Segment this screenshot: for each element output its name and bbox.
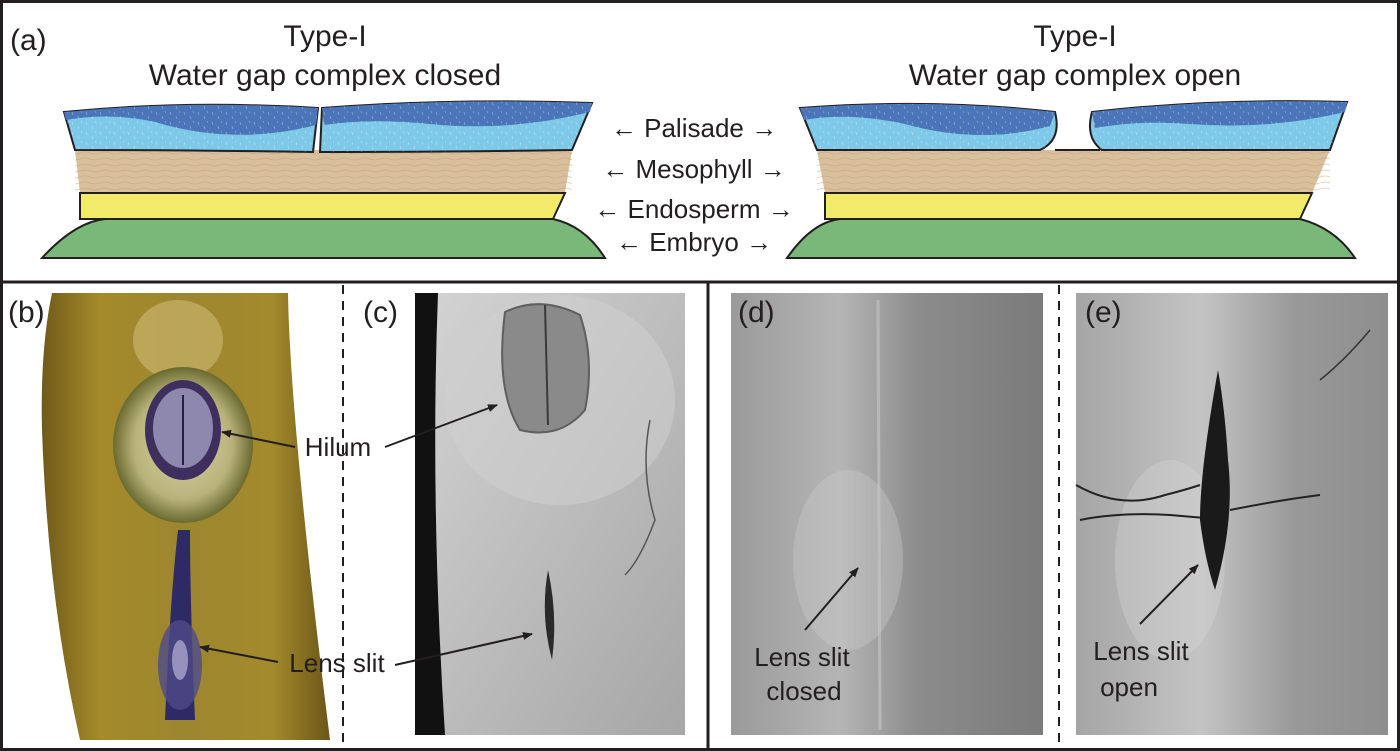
hilum-callout-label: Hilum (305, 432, 371, 462)
sem-d-image (731, 293, 1043, 735)
panel-c-label: (c) (363, 296, 398, 329)
panel-a-label: (a) (10, 24, 47, 57)
hilum-arrow-left (221, 429, 296, 448)
lens-slit-arrow-left (199, 644, 279, 663)
right-title-line2: Water gap complex open (909, 59, 1241, 92)
layer-label-palisade: ← Palisade → (611, 113, 777, 143)
panel-e-arrow (1139, 564, 1199, 625)
panel-b-label: (b) (8, 296, 45, 329)
panel-d-annotation-line2: closed (766, 676, 841, 706)
sem-lens-slit-open (1200, 370, 1230, 590)
lens-slit-arrow-right (394, 632, 533, 666)
panel-d-annotation-line1: Lens slit (754, 642, 850, 672)
panel-a: (a) Type-I Water gap complex closed Type… (10, 20, 1357, 259)
layer-label-mesophyll: ← Mesophyll → (602, 154, 786, 184)
panel-c: (c) (363, 293, 685, 735)
right-title-line1: Type-I (1033, 20, 1116, 53)
diagram-closed (39, 100, 607, 259)
panel-e-annotation-line1: Lens slit (1093, 636, 1189, 666)
embryo-layer-open (785, 218, 1357, 259)
layer-label-embryo: ← Embryo → (616, 227, 772, 257)
panel-d-label: (d) (738, 296, 775, 329)
endosperm-layer-open (824, 192, 1314, 220)
sem-lens-slit (544, 570, 555, 660)
panel-e-label: (e) (1085, 296, 1122, 329)
lens-slit-callout-label: Lens slit (289, 648, 385, 678)
panel-e-annotation-line2: open (1100, 672, 1158, 702)
panel-d: (d) Lens slit closed (731, 293, 1043, 735)
hilum-arrow-right (384, 404, 498, 448)
endosperm-layer-closed (79, 192, 567, 220)
left-title-line2: Water gap complex closed (149, 59, 501, 92)
left-title-line1: Type-I (283, 20, 366, 53)
embryo-layer-closed (39, 218, 607, 259)
panel-e: (e) Lens slit open (1075, 293, 1388, 735)
callouts: Hilum Lens slit (199, 404, 533, 678)
panel-d-arrow (804, 567, 859, 631)
panel-b: (b) (8, 293, 330, 740)
diagram-open (785, 100, 1357, 259)
layer-label-endosperm: ← Endosperm → (594, 194, 793, 224)
